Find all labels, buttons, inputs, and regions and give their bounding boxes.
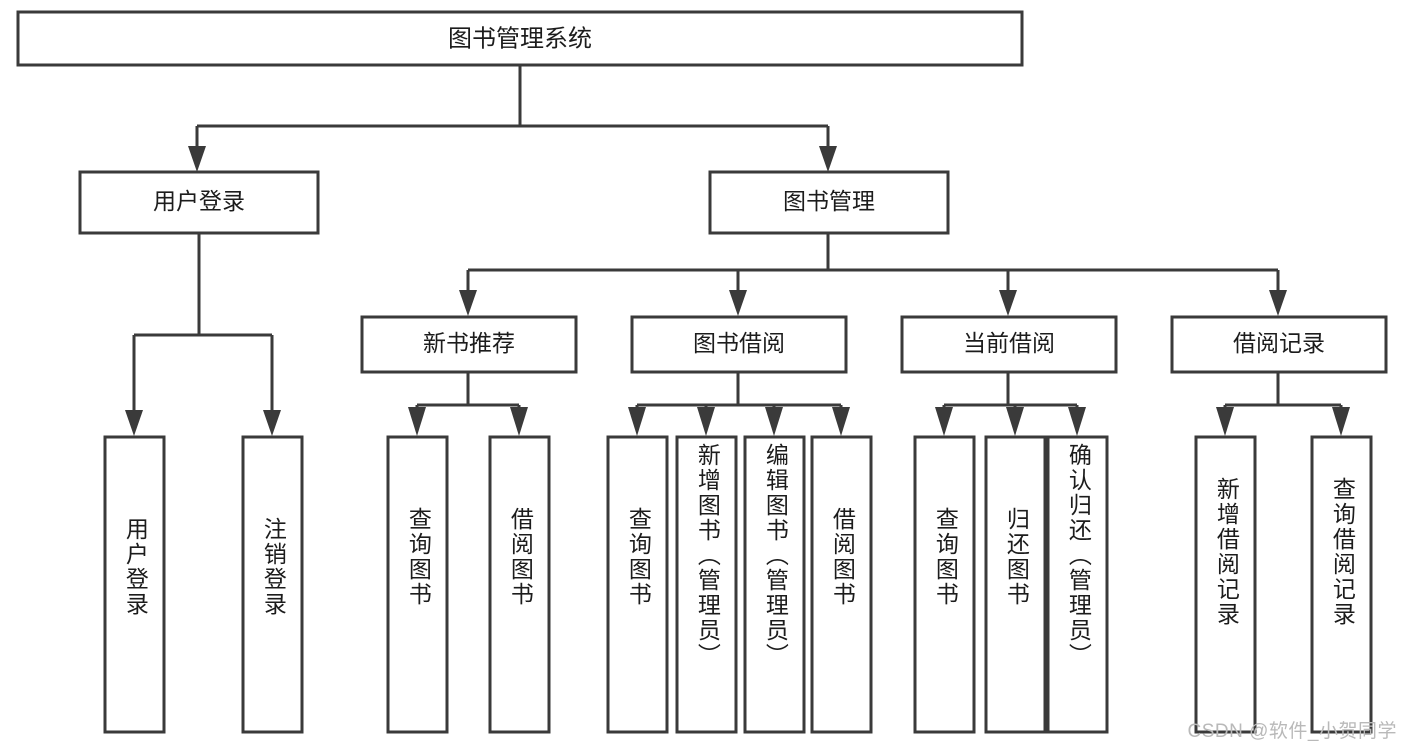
arrow-leaf-add-book [697, 407, 715, 436]
node-borrow-record[interactable]: 借阅记录 [1170, 315, 1388, 374]
node-book-manage-box[interactable] [708, 170, 950, 235]
node-leaf-query-book-3-box[interactable] [913, 435, 976, 734]
node-root-box[interactable] [16, 10, 1024, 67]
connector-layer [125, 65, 1350, 436]
node-leaf-borrow-book-2-box[interactable] [810, 435, 873, 734]
node-book-manage-label: 图书管理 [783, 188, 875, 214]
arrow-to-new-book-rec [459, 290, 477, 316]
arrow-to-user-login [188, 146, 206, 172]
arrow-leaf-edit-book [765, 407, 783, 436]
node-current-borrow[interactable]: 当前借阅 [900, 315, 1118, 374]
node-current-borrow-box[interactable] [900, 315, 1118, 374]
node-leaf-query-book-1-box[interactable] [386, 435, 449, 734]
csdn-watermark: CSDN @软件_小贺同学 [1187, 721, 1397, 742]
arrow-leaf-borrow-book-2 [832, 407, 850, 436]
arrow-leaf-query-book-1 [408, 407, 426, 436]
arrow-to-borrow-record [1269, 290, 1287, 316]
arrow-leaf-query-book-2 [628, 407, 646, 436]
arrow-to-book-borrow [729, 290, 747, 316]
leaf-layer [103, 435, 1373, 734]
node-borrow-record-label: 借阅记录 [1233, 330, 1325, 356]
node-leaf-add-book-box[interactable] [675, 435, 738, 734]
node-new-book-rec[interactable]: 新书推荐 [360, 315, 578, 374]
node-leaf-add-record-box[interactable] [1194, 435, 1257, 734]
arrow-leaf-add-record [1216, 407, 1234, 436]
arrow-to-current-borrow [999, 290, 1017, 316]
arrow-leaf-borrow-book-1 [510, 407, 528, 436]
node-leaf-borrow-book-1-box[interactable] [488, 435, 551, 734]
arrow-leaf-return-book [1006, 407, 1024, 436]
node-leaf-return-book-box[interactable] [984, 435, 1047, 734]
node-user-login-box[interactable] [78, 170, 320, 235]
node-borrow-record-box[interactable] [1170, 315, 1388, 374]
node-book-borrow[interactable]: 图书借阅 [630, 315, 848, 374]
node-root-label: 图书管理系统 [448, 25, 592, 52]
node-root[interactable]: 图书管理系统 [16, 10, 1024, 67]
node-book-borrow-box[interactable] [630, 315, 848, 374]
node-current-borrow-label: 当前借阅 [963, 330, 1055, 356]
arrow-leaf-logout [263, 410, 281, 436]
node-leaf-confirm-return-box[interactable] [1046, 435, 1109, 734]
node-new-book-rec-label: 新书推荐 [423, 330, 515, 356]
node-leaf-logout-box[interactable] [241, 435, 304, 734]
node-new-book-rec-box[interactable] [360, 315, 578, 374]
node-book-borrow-label: 图书借阅 [693, 330, 785, 356]
node-leaf-query-record-box[interactable] [1310, 435, 1373, 734]
arrow-leaf-confirm-return [1068, 407, 1086, 436]
arrow-leaf-query-record [1332, 407, 1350, 436]
arrow-leaf-query-book-3 [935, 407, 953, 436]
node-leaf-user-login-box[interactable] [103, 435, 166, 734]
node-leaf-query-book-2-box[interactable] [606, 435, 669, 734]
node-leaf-edit-book-box[interactable] [743, 435, 806, 734]
node-user-login-label: 用户登录 [153, 188, 245, 214]
arrow-to-book-manage [819, 146, 837, 172]
node-book-manage[interactable]: 图书管理 [708, 170, 950, 235]
node-user-login[interactable]: 用户登录 [78, 170, 320, 235]
arrow-leaf-user-login [125, 410, 143, 436]
